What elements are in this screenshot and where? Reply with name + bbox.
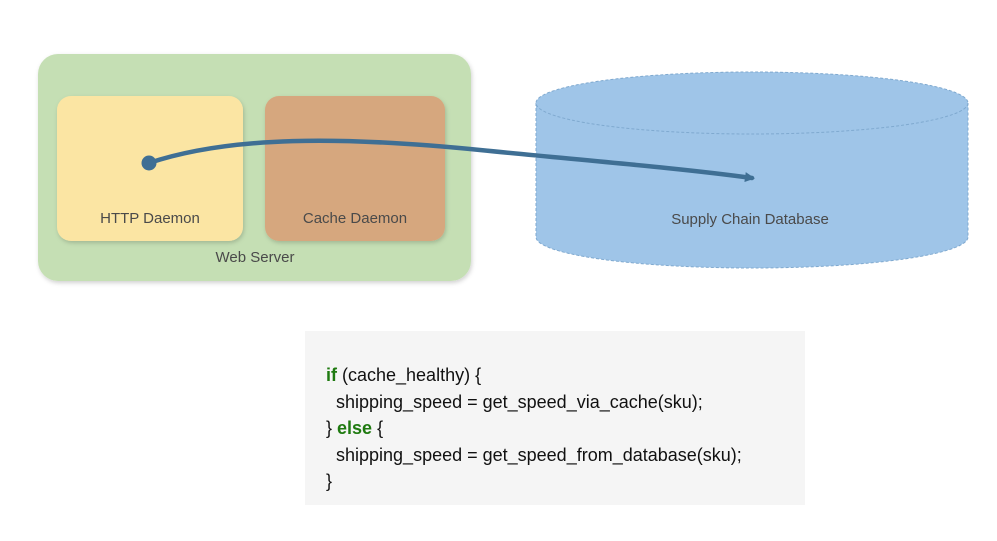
code-text: {: [372, 418, 384, 438]
code-text: shipping_speed = get_speed_from_database…: [326, 444, 742, 465]
cache-daemon-label: Cache Daemon: [303, 210, 407, 227]
code-line-cache-call: shipping_speed = get_speed_via_cache(sku…: [326, 389, 805, 416]
code-text: }: [326, 471, 333, 491]
code-line-close: }: [326, 468, 805, 495]
code-text: shipping_speed = get_speed_via_cache(sku…: [326, 391, 703, 412]
code-line-else: } else {: [326, 415, 805, 442]
code-text: }: [326, 418, 338, 438]
keyword-else: else: [337, 418, 373, 438]
code-line-database-call: shipping_speed = get_speed_from_database…: [326, 442, 805, 469]
code-text: (cache_healthy) {: [337, 365, 482, 385]
http-daemon-label: HTTP Daemon: [100, 210, 200, 227]
cache-daemon-box: [265, 96, 445, 241]
code-snippet: if (cache_healthy) { shipping_speed = ge…: [305, 331, 805, 505]
web-server-label: Web Server: [216, 249, 295, 266]
request-arrow: [146, 138, 755, 182]
keyword-if: if: [326, 365, 337, 385]
code-line-if: if (cache_healthy) {: [326, 362, 805, 389]
database-cylinder: [535, 71, 969, 269]
architecture-diagram: HTTP Daemon Cache Daemon Web Server Supp…: [38, 54, 969, 281]
database-label: Supply Chain Database: [671, 211, 829, 228]
